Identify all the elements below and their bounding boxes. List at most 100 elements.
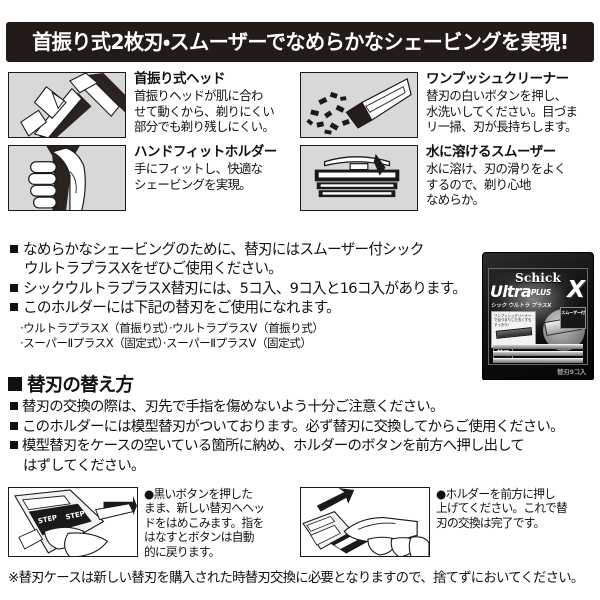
step-panels: STEP STEP ●黒いボタンを押した まま、新しい替刃へヘッ ドをはめこみま…: [8, 487, 592, 559]
package-inner-border: [488, 268, 588, 365]
step-press-black-button: STEP STEP ●黒いボタンを押した まま、新しい替刃へヘッ ドをはめこみま…: [8, 487, 300, 559]
package-panel-text: ワンプッシュクリーナーで目づまりした刃くずもすっきり!: [494, 314, 532, 327]
package-plus-word: PLUS: [530, 288, 551, 297]
step-push-holder-forward: ●ホルダーを前方に押し 上げてください。これで替 刃の交換は完了です。: [300, 487, 592, 559]
step-text-line: 上げてください。これで替: [436, 501, 568, 516]
package-blade-stack: [493, 344, 583, 363]
bullet-text: このホルダーには下記の替刃をご使用になれます。: [23, 299, 341, 317]
bullet-square-icon: [10, 441, 18, 450]
feature-body: 首振りヘッドが肌に合わ せて動くから、剃りにくい 部分でも剃り残しにくい。: [134, 88, 300, 133]
howto-item: 模型替刃をケースの空いている箇所に納め、ホルダーのボタンを前方へ押し出して: [10, 437, 596, 457]
package-blade-layer: [493, 358, 583, 363]
footer-note: ※替刃ケースは新しい替刃を購入された時替刃交換に必要となりますので、捨てずにおい…: [8, 571, 584, 586]
howto-item: 替刃の交換の際は、刃先で手指を傷めないよう十分ご注意ください。: [10, 398, 596, 418]
step-text-line: ドをはめこみます。指を: [144, 515, 264, 530]
feature-row-2: ハンドフィットホルダー 手にフィットし、快適な シェービングを実現。: [8, 144, 592, 211]
bullet-square-icon: [10, 245, 18, 253]
package-count-label: 替刃9コ入: [556, 368, 586, 376]
step-text-line: まま、新しい替刃へヘッ: [144, 501, 265, 516]
bullet-square-icon: [10, 303, 18, 312]
howto-heading-text: 替刃の替え方: [27, 375, 134, 396]
feature-one-push-cleaner: ワンプッシュクリーナー 替刃の白いボタンを押し、 水洗いしてください。目づま リ…: [300, 71, 592, 138]
pivot-head-illustration: [8, 72, 126, 138]
bullet-text: シックウルトラプラスX替刃には、5コ入、9コ入と16コ入があります。: [23, 279, 467, 297]
blade-type-item: ·スーパーⅡプラスX（固定式）·スーパーⅡプラスV（固定式）: [20, 336, 312, 351]
feature-body-line: 替刃の白いボタンを押し、: [426, 88, 567, 104]
blade-type-item: ·ウルトラプラスX（首振り式）·ウルトラプラスV（首振り式）: [20, 320, 324, 335]
feature-body-line: 水洗いしてください。目づま: [426, 103, 578, 119]
step-press-black-button-text: ●黒いボタンを押した まま、新しい替刃へヘッ ドをはめこみます。指を はなすとボ…: [138, 487, 300, 559]
package-brand: Schick: [514, 271, 562, 285]
feature-title: 水に溶けるスムーザー: [426, 144, 556, 160]
package-tag-box: スムーザー付: [560, 307, 586, 329]
heading-square-icon: [8, 377, 22, 391]
step-text-line: 刃の交換は完了です。: [436, 515, 545, 530]
feature-body: 手にフィットし、快適な シェービングを実現。: [134, 161, 300, 191]
svg-text:STEP: STEP: [65, 510, 86, 522]
bullet-item-continuation: ウルトラプラスXをぜひご使用ください。: [24, 260, 283, 278]
press-black-button-illustration: STEP STEP: [8, 487, 138, 557]
step-text-line: 的に戻ります。: [144, 544, 220, 559]
step-text-line: ●ホルダーを前方に押し: [436, 487, 556, 501]
feature-title: ハンドフィットホルダー: [134, 144, 277, 160]
bullet-item: シックウルトラプラスX替刃には、5コ入、9コ入と16コ入があります。: [10, 279, 480, 298]
package-blade-layer: [493, 351, 583, 356]
package-blade-layer: [493, 344, 583, 349]
howto-item-text: 模型替刃をケースの空いている箇所に納め、ホルダーのボタンを前方へ押し出して: [22, 438, 525, 455]
feature-body-line: リ一掃、刃が長持ちします。: [426, 118, 577, 134]
feature-body-line: 水に溶け、刃の滑りをよく: [426, 161, 566, 177]
feature-body-line: 手にフィットし、快適な: [134, 161, 263, 177]
bullet-item: このホルダーには下記の替刃をご使用になれます。: [10, 298, 480, 317]
feature-row-1: 首振り式ヘッド 首振りヘッドが肌に合わ せて動くから、剃りにくい 部分でも剃り残…: [8, 71, 592, 138]
bullet-item: なめらかなシェービングのために、替刃にはスムーザー付シック: [10, 240, 480, 259]
step-text-line: はなすとボタンは自動: [144, 530, 254, 545]
feature-pivot-head: 首振り式ヘッド 首振りヘッドが肌に合わ せて動くから、剃りにくい 部分でも剃り残…: [8, 71, 300, 138]
feature-body-line: シェービングを実現。: [134, 176, 252, 192]
header-banner: 首振り式2枚刃・スムーザーでなめらかなシェービングを実現!: [6, 22, 594, 62]
feature-one-push-cleaner-text: ワンプッシュクリーナー 替刃の白いボタンを押し、 水洗いしてください。目づま リ…: [418, 71, 592, 138]
howto-item-text: 替刃の交換の際は、刃先で手指を傷めないよう十分ご注意ください。: [22, 399, 444, 415]
howto-item-continuation: はずしてください。: [23, 457, 145, 474]
package-x-letter: X: [567, 277, 585, 303]
package-panel-blade-icon: [495, 327, 533, 339]
step-text-line: ●黒いボタンを押した: [144, 487, 253, 501]
bullet-text: なめらかなシェービングのために、替刃にはスムーザー付シック: [23, 241, 424, 258]
feature-body-line: 首振りヘッドが肌に合わ: [134, 88, 263, 104]
feature-title: ワンプッシュクリーナー: [426, 71, 569, 87]
feature-body-line: せて動くから、剃りにくい: [134, 103, 275, 119]
feature-body-line: なめらか。: [426, 191, 485, 207]
product-package-photo: Schick UltraPLUS X シック ウルトラ プラスX スムーザー付 …: [482, 252, 594, 380]
feature-title: 首振り式ヘッド: [134, 71, 226, 87]
feature-pivot-head-text: 首振り式ヘッド 首振りヘッドが肌に合わ せて動くから、剃りにくい 部分でも剃り残…: [126, 71, 300, 138]
howto-item: このホルダーには模型替刃がついております。必ず替刃に交換してからご使用ください。: [10, 418, 596, 438]
feature-water-soluble-smoother-text: 水に溶けるスムーザー 水に溶け、刃の滑りをよく するので、剃り心地 なめらか。: [418, 144, 592, 211]
bullet-square-icon: [10, 283, 18, 292]
water-soluble-smoother-illustration: [300, 145, 418, 211]
feature-body: 替刃の白いボタンを押し、 水洗いしてください。目づま リ一掃、刃が長持ちします。: [426, 88, 592, 133]
blade-type-list: ·ウルトラプラスX（首振り式）·ウルトラプラスV（首振り式） ·スーパーⅡプラス…: [10, 321, 480, 352]
howto-section-heading: 替刃の替え方: [8, 371, 134, 397]
feature-body: 水に溶け、刃の滑りをよく するので、剃り心地 なめらか。: [426, 161, 592, 206]
bullet-square-icon: [10, 402, 18, 410]
feature-hand-fit-holder: ハンドフィットホルダー 手にフィットし、快適な シェービングを実現。: [8, 144, 300, 211]
feature-body-line: するので、剃り心地: [426, 176, 531, 192]
package-product-word: Ultra: [490, 282, 532, 301]
feature-water-soluble-smoother: 水に溶けるスムーザー 水に溶け、刃の滑りをよく するので、剃り心地 なめらか。: [300, 144, 592, 211]
package-subtitle: シック ウルトラ プラスX: [490, 303, 552, 309]
one-push-cleaner-illustration: [300, 72, 418, 138]
feature-grid: 首振り式ヘッド 首振りヘッドが肌に合わ せて動くから、剃りにくい 部分でも剃り残…: [8, 71, 592, 211]
howto-instruction-list: 替刃の交換の際は、刃先で手指を傷めないよう十分ご注意ください。 このホルダーには…: [10, 398, 596, 476]
hand-fit-holder-illustration: [8, 145, 126, 211]
bullet-square-icon: [10, 421, 18, 430]
compatibility-bullet-list: なめらかなシェービングのために、替刃にはスムーザー付シック ウルトラプラスXをぜ…: [10, 240, 480, 352]
package-card: Schick UltraPLUS X シック ウルトラ プラスX スムーザー付 …: [482, 252, 594, 380]
feature-hand-fit-holder-text: ハンドフィットホルダー 手にフィットし、快適な シェービングを実現。: [126, 144, 300, 211]
svg-text:STEP: STEP: [37, 514, 58, 526]
feature-body-line: 部分でも剃り残しにくい。: [134, 118, 275, 134]
push-holder-forward-illustration: [300, 487, 430, 557]
package-product-name: UltraPLUS: [490, 284, 551, 300]
header-title: 首振り式2枚刃・スムーザーでなめらかなシェービングを実現!: [31, 29, 569, 54]
step-push-holder-forward-text: ●ホルダーを前方に押し 上げてください。これで替 刃の交換は完了です。: [430, 487, 592, 559]
package-feature-panel: ワンプッシュクリーナーで目づまりした刃くずもすっきり!: [491, 311, 536, 348]
